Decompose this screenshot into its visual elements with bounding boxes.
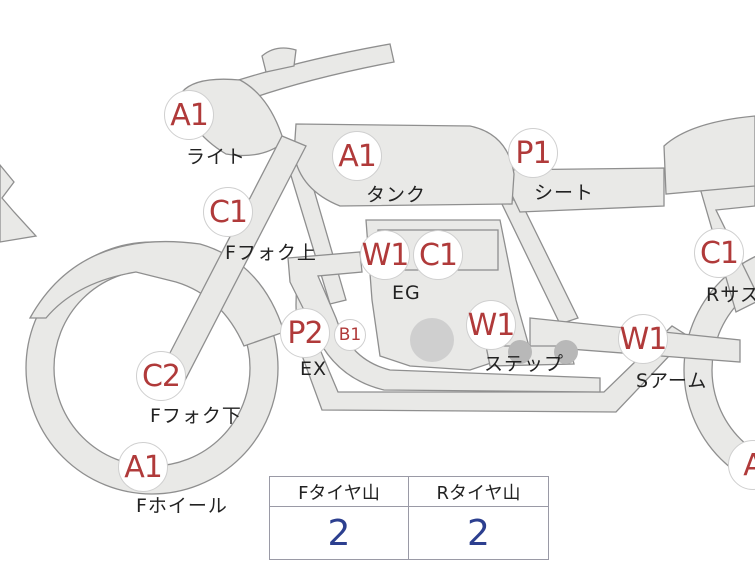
rear-tire-outer-edge [683,255,755,485]
rear-sus-badge: C1 [694,228,744,278]
step-badge: W1 [466,300,516,350]
swing-arm-badge: W1 [618,314,668,364]
swing-arm-label: Sアーム [636,370,708,392]
front-wheel-label: Fホイール [136,495,228,517]
engine-label: EG [392,282,421,304]
rear-tire-header: Rタイヤ山 [409,477,548,507]
left-fragment [0,163,38,243]
exhaust-pipe [287,251,601,393]
exhaust-b-badge: B1 [334,319,366,351]
tank-badge: A1 [332,131,382,181]
engine-c-badge: C1 [413,230,463,280]
rear-tire-value: 2 [467,512,490,554]
front-tire-value: 2 [270,507,409,559]
step-label: ステップ [484,353,565,375]
handlebar-grip [261,47,297,73]
light-label: ライト [186,146,247,168]
front-wheel-badge: A1 [118,442,168,492]
tail-cowl [663,115,755,195]
light-badge: A1 [164,90,214,140]
fork-upper-badge: C1 [203,187,253,237]
rear-sus-label: Rサス [706,284,755,306]
engine-w-badge: W1 [360,230,410,280]
tire-tread-table: Fタイヤ山 Rタイヤ山 2 2 [269,476,549,560]
step-dot-1 [508,340,532,364]
step-dot-2 [554,340,578,364]
fork-lower-badge: C2 [136,351,186,401]
seat-label: シート [534,182,595,204]
rear-tire-inner-edge [711,288,755,452]
engine-cover [410,318,454,362]
exhaust-p-badge: P2 [280,308,330,358]
frame-rear-loop [498,199,579,325]
fork-lower-label: Fフォク下 [150,405,242,427]
seat-badge: P1 [508,128,558,178]
front-tire-header: Fタイヤ山 [270,477,409,507]
exhaust-label: EX [300,358,328,380]
tank-label: タンク [366,184,427,206]
fork-upper-label: Fフォク上 [225,242,317,264]
rear-tire [684,256,755,484]
seat-shape [498,167,665,213]
